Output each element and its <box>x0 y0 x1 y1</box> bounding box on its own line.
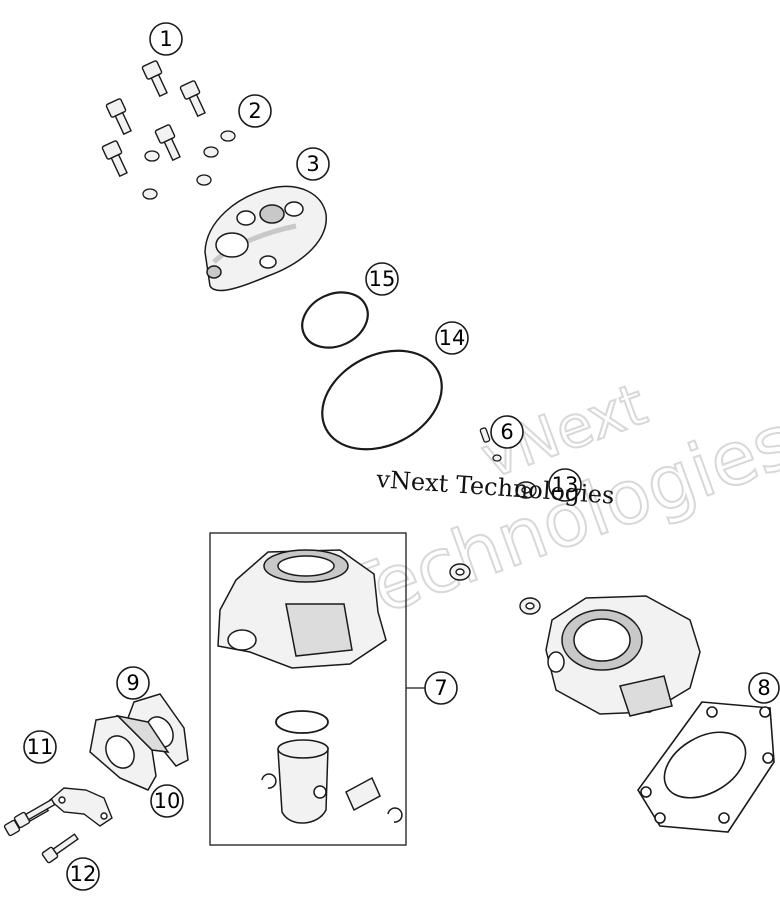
callout-10: 10 <box>150 784 184 818</box>
screw <box>141 60 168 98</box>
callout-13-label: 13 <box>552 473 579 497</box>
callout-11: 11 <box>23 730 57 764</box>
part-3-cylinder-head <box>204 185 327 292</box>
callout-6: 6 <box>490 415 524 449</box>
part-15-o-ring <box>301 291 369 349</box>
piston-ring <box>275 710 329 734</box>
callout-9-label: 9 <box>126 671 139 695</box>
assembly-7-box <box>209 532 407 846</box>
part-14-o-ring <box>321 349 443 451</box>
part-6-dowel-pin <box>479 427 502 462</box>
part-8-base-gasket <box>637 701 775 833</box>
callout-11-label: 11 <box>27 735 54 759</box>
lower-bolts <box>3 798 79 864</box>
screw <box>179 80 206 118</box>
callout-2: 2 <box>238 94 272 128</box>
circlip-right <box>387 807 403 823</box>
washer <box>144 150 160 162</box>
cylinder-assembly <box>545 595 701 717</box>
part-11-bracket <box>48 787 113 827</box>
callout-7: 7 <box>424 671 458 705</box>
piston <box>277 739 329 824</box>
assembly-7-cylinder <box>217 549 387 669</box>
callout-1: 1 <box>149 22 183 56</box>
callout-7-label: 7 <box>434 676 447 700</box>
washer <box>142 188 158 200</box>
callout-12: 12 <box>66 857 100 891</box>
callout-15: 15 <box>365 262 399 296</box>
screw <box>105 98 132 136</box>
callout-1-label: 1 <box>159 27 172 51</box>
callout-8: 8 <box>748 672 780 704</box>
piston-pin <box>345 776 381 812</box>
callout-2-label: 2 <box>248 99 261 123</box>
callout-14: 14 <box>435 321 469 355</box>
callouts: 1 2 3 15 14 6 13 7 8 9 11 10 12 <box>23 22 780 891</box>
callout-3-label: 3 <box>306 152 319 176</box>
screw <box>154 124 181 162</box>
callout-9: 9 <box>116 666 150 700</box>
callout-3: 3 <box>296 147 330 181</box>
callout-13: 13 <box>548 468 582 502</box>
washer <box>196 174 212 186</box>
bolt <box>41 833 79 864</box>
circlip-left <box>261 773 277 789</box>
screw <box>101 140 128 178</box>
part-10-exhaust-flange <box>89 714 170 791</box>
washer <box>220 130 236 142</box>
bolt <box>13 798 56 829</box>
callout-12-label: 12 <box>70 862 97 886</box>
callout-10-label: 10 <box>154 789 181 813</box>
callout-6-label: 6 <box>500 420 513 444</box>
callout-15-label: 15 <box>369 267 396 291</box>
callout-14-label: 14 <box>439 326 466 350</box>
callout-8-label: 8 <box>757 676 770 700</box>
washer <box>203 146 219 158</box>
part-2-washers <box>142 130 236 200</box>
part-13-nut <box>449 481 541 615</box>
part-1-head-screws <box>101 60 206 178</box>
